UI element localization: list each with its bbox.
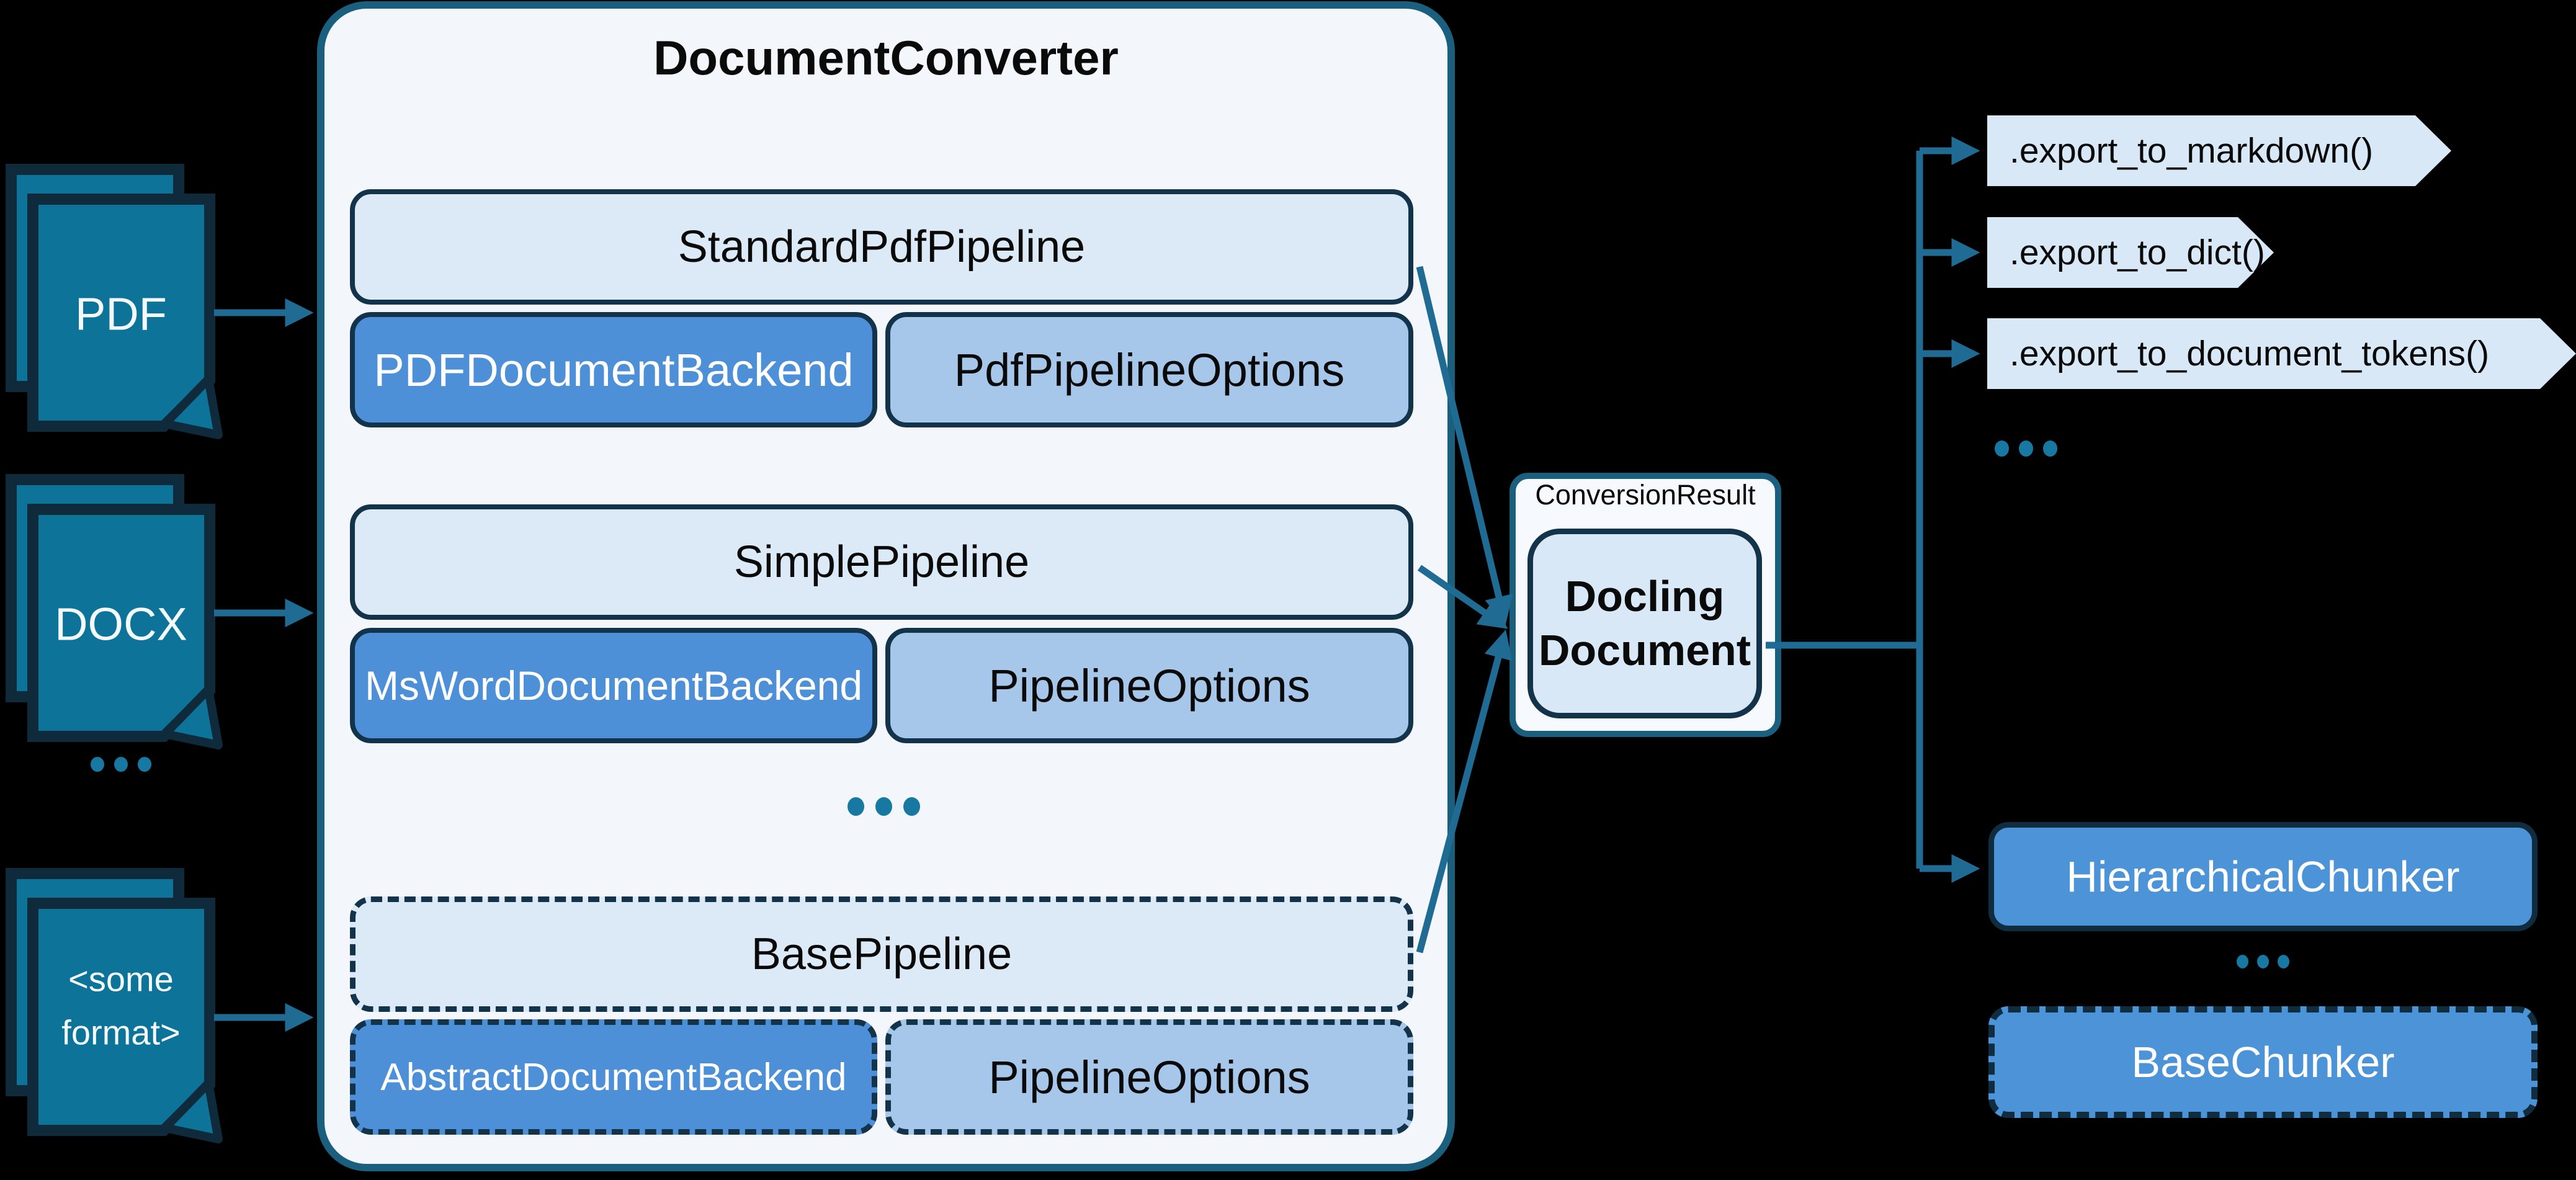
some-format-page-fold bbox=[161, 1079, 223, 1143]
pdf-pipeline-options-box: PdfPipelineOptions bbox=[885, 312, 1413, 427]
docx-documents-icon: DOCX bbox=[6, 474, 223, 749]
export-to-dict-banner: .export_to_dict() bbox=[1987, 217, 2274, 288]
docling-document-box: Docling Document bbox=[1527, 529, 1762, 718]
standard-pdf-pipeline-box: StandardPdfPipeline bbox=[350, 189, 1413, 305]
base-pipeline-options-box: PipelineOptions bbox=[885, 1019, 1413, 1135]
docx-front-page bbox=[27, 504, 215, 742]
converter-ellipsis bbox=[828, 795, 939, 818]
pdf-back-page bbox=[6, 164, 184, 392]
base-pipeline-box: BasePipeline bbox=[350, 896, 1413, 1012]
export-to-document-tokens-banner: .export_to_document_tokens() bbox=[1987, 318, 2576, 389]
document-converter-title: DocumentConverter bbox=[653, 30, 1119, 85]
chunkers-ellipsis bbox=[2212, 953, 2314, 970]
docling-document-line1: Docling bbox=[1565, 571, 1725, 620]
some-format-label-line1: <some bbox=[68, 960, 174, 999]
docx-label: DOCX bbox=[55, 599, 187, 650]
docling-document-line2: Document bbox=[1538, 626, 1751, 674]
conversion-result-label: ConversionResult bbox=[1535, 479, 1756, 511]
some-format-label-line2: format> bbox=[61, 1013, 180, 1052]
pdf-document-backend-box: PDFDocumentBackend bbox=[350, 312, 877, 427]
pdf-documents-icon: PDF bbox=[6, 164, 223, 439]
pdf-front-page bbox=[27, 194, 215, 432]
base-chunker-box: BaseChunker bbox=[1988, 1006, 2538, 1118]
exports-ellipsis bbox=[1973, 439, 2078, 458]
inputs-ellipsis bbox=[74, 754, 168, 774]
some-format-documents-icon: <some format> bbox=[6, 868, 223, 1143]
export-to-markdown-banner: .export_to_markdown() bbox=[1987, 115, 2451, 186]
abstract-document-backend-box: AbstractDocumentBackend bbox=[350, 1019, 877, 1135]
docx-page-fold bbox=[161, 685, 223, 749]
pdf-label: PDF bbox=[75, 288, 167, 340]
docx-back-page bbox=[6, 474, 184, 702]
simple-pipeline-box: SimplePipeline bbox=[350, 504, 1413, 620]
some-format-back-page bbox=[6, 868, 184, 1096]
msword-document-backend-box: MsWordDocumentBackend bbox=[350, 628, 877, 743]
pipeline-options-box: PipelineOptions bbox=[885, 628, 1413, 743]
hierarchical-chunker-box: HierarchicalChunker bbox=[1988, 822, 2538, 931]
some-format-front-page bbox=[27, 898, 215, 1136]
pdf-page-fold bbox=[161, 375, 223, 439]
